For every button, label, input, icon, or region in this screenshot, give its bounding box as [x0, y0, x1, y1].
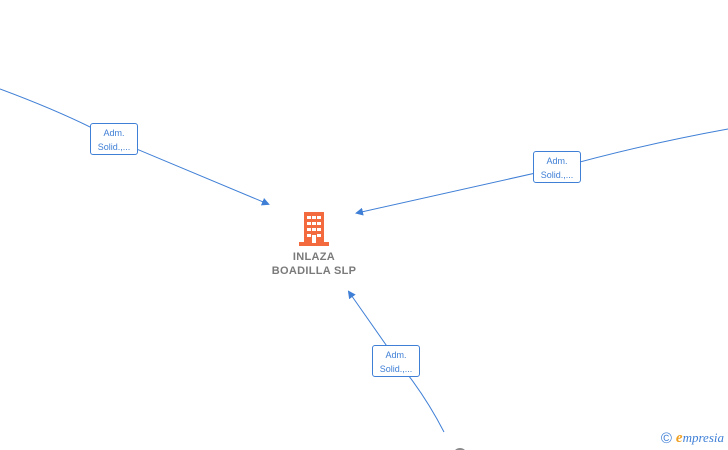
company-name-line2: BOADILLA SLP: [271, 265, 357, 277]
edge-label-role: Adm.: [546, 156, 568, 166]
watermark: © empresia: [661, 429, 724, 447]
edge-label-bottom[interactable]: Adm. Solid.,...: [372, 345, 420, 377]
empresia-logo: empresia: [675, 429, 724, 446]
edge-label-role: Adm.: [103, 128, 125, 138]
company-name: INLAZA BOADILLA SLP: [256, 250, 372, 278]
edge-label-detail: Solid.,...: [97, 142, 131, 152]
company-node[interactable]: INLAZA BOADILLA SLP: [256, 212, 372, 278]
copyright-icon: ©: [660, 429, 672, 447]
edge-label-detail: Solid.,...: [540, 170, 574, 180]
building-icon: [299, 212, 329, 246]
edge-label-role: Adm.: [385, 350, 407, 360]
edge-label-detail: Solid.,...: [379, 364, 413, 374]
edge-label-top-left[interactable]: Adm. Solid.,...: [90, 123, 138, 155]
edge-label-right[interactable]: Adm. Solid.,...: [533, 151, 581, 183]
company-name-line1: INLAZA: [292, 251, 336, 263]
